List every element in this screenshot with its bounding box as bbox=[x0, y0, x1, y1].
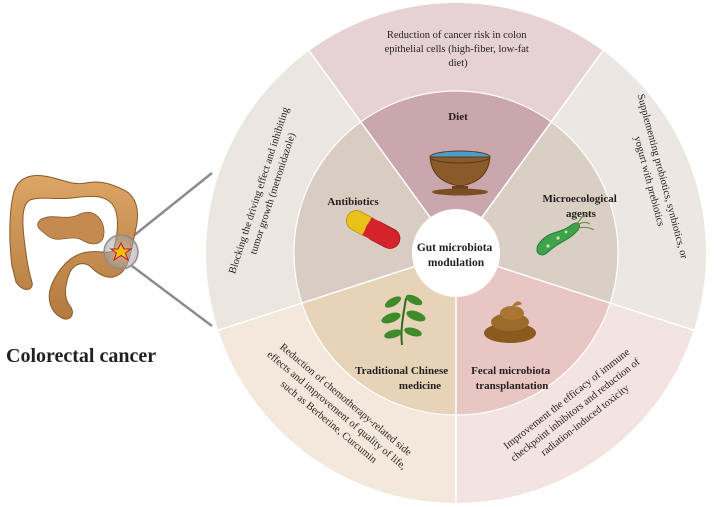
herb-plant-icon bbox=[381, 294, 426, 346]
colon-caption: Colorectal cancer bbox=[6, 345, 156, 367]
inner-label-fecal: Fecal microbiota transplantation bbox=[471, 365, 553, 392]
large-intestine-shape bbox=[9, 175, 138, 320]
zoom-connector bbox=[131, 172, 213, 327]
colon-illustration bbox=[9, 175, 139, 320]
center-circle bbox=[412, 209, 500, 297]
connector-top-line bbox=[131, 172, 213, 238]
tumor-star-icon bbox=[109, 241, 133, 262]
center-label-line-2: modulation bbox=[428, 257, 485, 269]
small-intestine-shape bbox=[37, 211, 105, 245]
connector-bottom-line bbox=[131, 265, 213, 327]
inner-sector-tcm bbox=[301, 253, 456, 415]
outer-text-diet: Reduction of cancer risk in colon epithe… bbox=[385, 30, 532, 69]
center-label: Gut microbiota modulation bbox=[417, 242, 495, 269]
inner-label-microecological: Microecological agents bbox=[542, 193, 619, 220]
stool-icon bbox=[484, 301, 536, 343]
bacterium-icon bbox=[536, 213, 595, 256]
inner-label-antibiotics: Antibiotics bbox=[327, 196, 379, 208]
inner-ring-border bbox=[293, 90, 619, 416]
capsule-icon bbox=[345, 210, 401, 249]
inner-label-diet: Diet bbox=[448, 111, 468, 123]
center-hub: Gut microbiota modulation bbox=[412, 209, 500, 297]
bowl-icon bbox=[429, 150, 491, 196]
inner-label-tcm: Traditional Chinese medicine bbox=[355, 365, 451, 392]
center-label-line-1: Gut microbiota bbox=[417, 242, 493, 254]
